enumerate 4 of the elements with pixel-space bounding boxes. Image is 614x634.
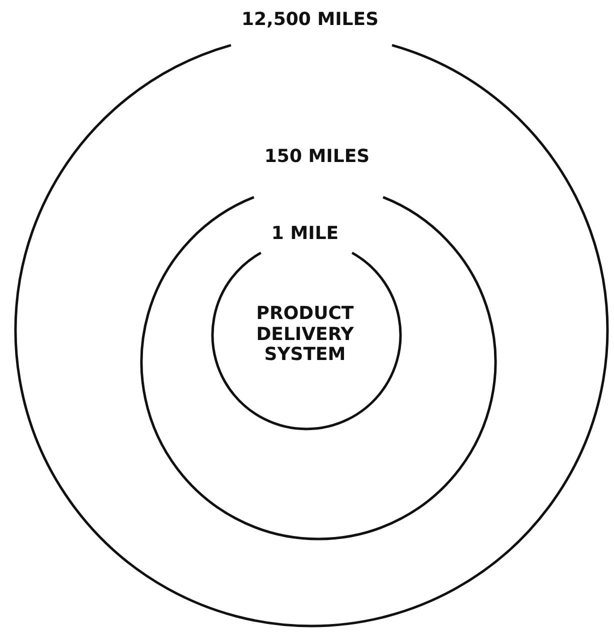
- distance-label: 12,500 MILES: [241, 8, 379, 32]
- center-label: PRODUCT DELIVERY SYSTEM: [255, 304, 355, 366]
- distance-label: 150 MILES: [264, 145, 370, 169]
- distance-label: 1 MILE: [271, 222, 339, 246]
